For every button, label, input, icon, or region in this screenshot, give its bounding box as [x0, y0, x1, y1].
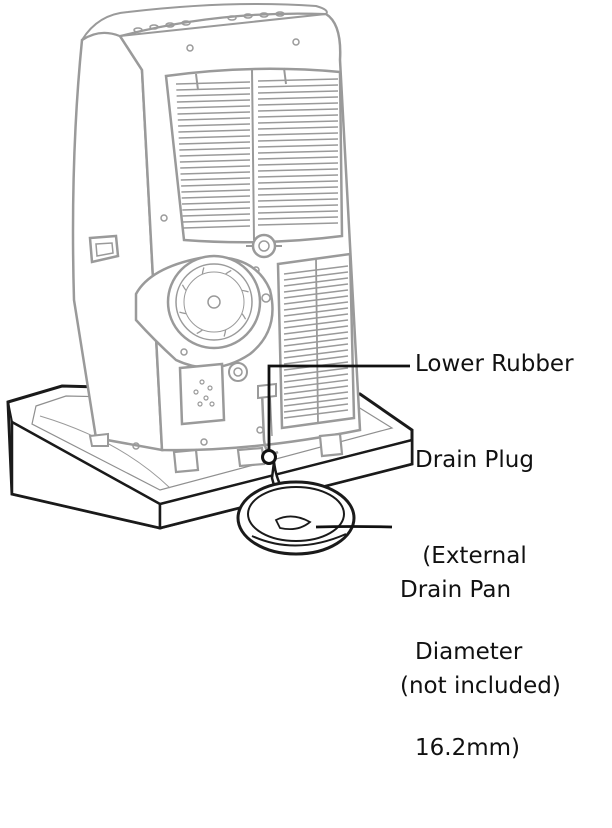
drain-plug-label-line-2: Drain Plug: [415, 447, 534, 473]
air-conditioner-illustration: [6, 3, 414, 556]
lower-air-grille: [276, 252, 356, 430]
drain-plug-label-line-1: Lower Rubber: [415, 351, 574, 377]
drain-pan-label-line-1: Drain Pan: [400, 577, 512, 603]
drain-pan-leader: [315, 525, 393, 529]
side-handle: [88, 234, 120, 264]
drain-plug-leader: [267, 364, 410, 451]
caster-wheels: [88, 432, 344, 474]
drain-pan: [236, 480, 356, 556]
upper-drain-fitting: [246, 233, 282, 259]
exhaust-fan-vent: [134, 254, 274, 369]
drain-pan-label-line-2: (not included): [400, 673, 561, 699]
rear-socket-panel: [178, 362, 248, 426]
drain-pan-label: Drain Pan (not included): [400, 510, 561, 766]
upper-air-grille: [164, 67, 344, 244]
diagram-canvas: Lower Rubber Drain Plug (External Diamet…: [6, 3, 574, 761]
leader-lines: [267, 364, 410, 529]
drain-plug-label-line-3: (External: [415, 543, 527, 569]
lower-rubber-drain-plug: [261, 449, 277, 465]
